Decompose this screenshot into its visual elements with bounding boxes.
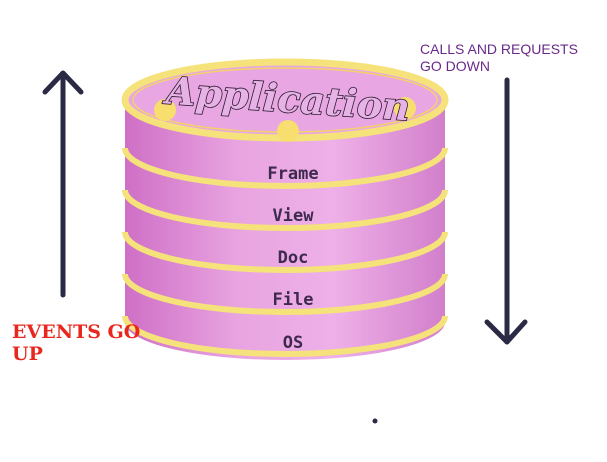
layer-label-view: View bbox=[273, 206, 315, 226]
calls-annotation-line1: CALLS AND REQUESTS bbox=[420, 41, 578, 57]
layer-label-file: File bbox=[273, 290, 314, 310]
layer-divider-os bbox=[122, 315, 448, 357]
layer-label-frame: Frame bbox=[267, 164, 318, 184]
layer-divider-view bbox=[122, 189, 448, 231]
layer-divider-file bbox=[122, 273, 448, 315]
layer-label-os: OS bbox=[283, 333, 303, 353]
top-dot bbox=[394, 97, 416, 119]
top-dot bbox=[277, 120, 299, 142]
top-dot bbox=[154, 99, 176, 121]
stray-dot bbox=[372, 418, 378, 424]
events-annotation-line2: UP bbox=[12, 343, 43, 365]
up-arrow-icon bbox=[42, 70, 84, 298]
calls-annotation-line2: GO DOWN bbox=[420, 58, 490, 74]
layer-label-doc: Doc bbox=[278, 248, 309, 268]
down-arrow-icon bbox=[484, 77, 528, 345]
layer-divider-doc bbox=[122, 231, 448, 273]
events-annotation-line1: EVENTS GO bbox=[12, 321, 141, 343]
calls-annotation: CALLS AND REQUESTS GO DOWN bbox=[420, 41, 607, 75]
layer-divider-frame bbox=[122, 147, 448, 189]
cylinder: Application Frame View Doc File OS bbox=[121, 58, 449, 360]
events-annotation: EVENTS GO UP bbox=[12, 321, 162, 365]
